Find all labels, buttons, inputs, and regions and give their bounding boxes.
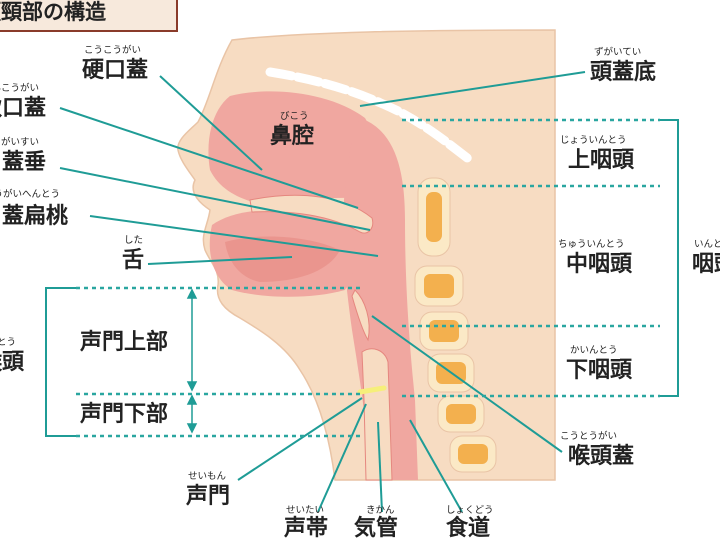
hypopharynx-label: 下咽頭 (566, 358, 633, 383)
tongue-label: 舌 (122, 248, 145, 273)
uvula-ruby: こうがいすい (0, 137, 40, 148)
nasal-cavity-label: 鼻腔 (270, 124, 315, 149)
hard-palate-ruby: こうこうがい (84, 45, 142, 56)
leader-esophagus (409, 419, 463, 513)
vocal-cords-label: 声帯 (284, 516, 329, 541)
oropharynx-ruby: ちゅういんとう (558, 239, 625, 250)
vertebra-core (426, 192, 442, 242)
larynx-ruby: こうとう (0, 337, 17, 348)
glottis-label: 声門 (186, 484, 231, 509)
soft-palate-label: 軟口蓋 (0, 96, 47, 121)
cervical-vertebrae (414, 177, 497, 473)
leader-epiglottis (371, 315, 563, 453)
trachea-ruby: きかん (366, 505, 395, 516)
leader-tonsil (89, 215, 379, 257)
larynx-bracket (45, 287, 76, 437)
leader-soft-palate (59, 107, 359, 209)
trachea-shape (361, 348, 393, 481)
epiglottis-shape (351, 289, 370, 342)
page-title: 頭頸部の構造 (0, 0, 106, 24)
vertebra-core (446, 404, 476, 424)
extent-arrows (186, 288, 198, 434)
leader-skull-base (359, 71, 586, 107)
pharynx-bracket (660, 119, 679, 397)
leader-trachea (377, 421, 383, 513)
glottis-ruby: せいもん (188, 471, 227, 482)
vertebra-core (458, 444, 488, 464)
esophagus-label: 食道 (446, 516, 491, 541)
hypopharynx-ruby: かいんとう (570, 345, 618, 356)
division-lines (76, 118, 660, 438)
title-box (0, 0, 178, 32)
esophagus-ruby: しょくどう (446, 505, 494, 516)
oropharynx-label: 中咽頭 (566, 252, 633, 277)
leader-vocal-cords (317, 403, 367, 513)
leader-hard-palate (159, 75, 263, 171)
trachea-label: 気管 (354, 516, 399, 541)
pharynx-label: 咽頭 (692, 252, 720, 277)
leader-tongue (147, 256, 293, 265)
tongue-surface (225, 236, 340, 282)
vertebra-core (424, 274, 454, 298)
vertebra-core (429, 320, 459, 342)
pharynx-ruby: いんとう (694, 239, 720, 250)
skull-base-label: 頭蓋底 (590, 60, 657, 85)
larynx-label: 喉頭 (0, 350, 25, 375)
vocal-fold-highlight (357, 385, 387, 395)
nasal-cavity-ruby: びこう (280, 111, 309, 122)
tongue-ruby: した (124, 235, 144, 246)
uvula-label: 口蓋垂 (0, 150, 47, 175)
soft-palate-ruby: なんこうがい (0, 83, 40, 94)
hard-palate-label: 硬口蓋 (82, 58, 149, 83)
nasopharynx-label: 上咽頭 (568, 148, 635, 173)
epiglottis-label: 喉頭蓋 (568, 444, 635, 469)
leader-glottis (237, 397, 363, 481)
nasal-cavity-shape (208, 91, 379, 205)
epiglottis-ruby: こうとうがい (560, 431, 618, 442)
tonsil-label: 口蓋扁桃 (0, 204, 69, 229)
vocal-cords-ruby: せいたい (286, 505, 325, 516)
tonsil-ruby: こうがいへんとう (0, 189, 61, 200)
leader-lines (59, 71, 586, 513)
leader-uvula (59, 167, 371, 231)
subglottis-label: 声門下部 (80, 402, 169, 427)
supraglottis-label: 声門上部 (80, 330, 169, 355)
skull-base-band (265, 67, 475, 165)
skull-base-ruby: ずがいてい (594, 47, 642, 58)
nasopharynx-ruby: じょういんとう (560, 135, 627, 146)
